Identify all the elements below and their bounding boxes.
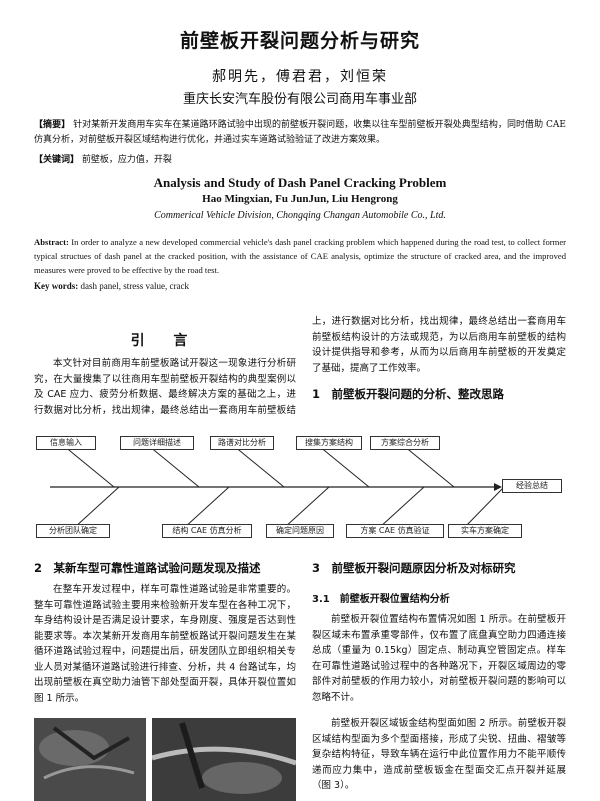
intro-text: 本文针对目前商用车前壁板路试开裂这一现象进行分析研究，在大量搜集了以往商用车型前…: [34, 358, 296, 416]
abstract-cn-text: 针对某新开发商用车实车在某道路环路试验中出现的前壁板开裂问题，收集以往车型前壁板…: [34, 120, 566, 145]
sec1-heading: 1 前壁板开裂问题的分析、整改思路: [312, 387, 504, 401]
diagram-box-road-spectrum: 路谱对比分析: [210, 436, 274, 450]
intro-para-right: 上，进行数据对比分析，找出规律，最终总结出一套商用车前壁板结构设计的方法或规范，…: [312, 314, 566, 376]
photo-right-drawing: [152, 718, 296, 801]
sec3-para2: 前壁板开裂区域钣金结构型面如图 2 所示。前壁板开裂区域结构型面为多个型面搭接，…: [312, 718, 566, 791]
figure1-photo-right: [152, 718, 296, 801]
authors-en: Hao Mingxian, Fu JunJun, Liu Hengrong: [202, 193, 398, 205]
keywords-en: Key words: dash panel, stress value, cra…: [34, 281, 566, 291]
affiliation: 重庆长安汽车股份有限公司商用车事业部: [182, 92, 417, 107]
process-diagram: 信息输入 问题详细描述 路谱对比分析 搜集方案结构 方案综合分析 经验总结 分析…: [34, 420, 566, 550]
diagram-box-info-input: 信息输入: [36, 436, 96, 450]
sec2-heading: 2 某新车型可靠性道路试验问题发现及描述: [34, 561, 261, 575]
photo-left-drawing: [34, 718, 146, 801]
intro-text-continued: 上，进行数据对比分析，找出规律，最终总结出一套商用车前壁板结构设计的方法或规范，…: [312, 316, 566, 374]
sec2-para: 在整车开发过程中，样车可靠性道路试验是非常重要的。整车可靠性道路试验主要用来检验…: [34, 584, 296, 704]
abstract-cn-label: 【摘要】: [34, 120, 71, 130]
intro-heading: 引 言: [130, 333, 200, 349]
diagram-box-summary: 经验总结: [502, 479, 562, 493]
diagram-lines: [50, 445, 505, 529]
keywords-cn-label: 【关键词】: [34, 155, 80, 165]
diagram-box-final-solution: 实车方案确定: [448, 524, 522, 538]
diagram-box-problem-description: 问题详细描述: [120, 436, 194, 450]
sec3-1-heading: 3.1 前壁板开裂位置结构分析: [312, 594, 450, 605]
keywords-cn: 【关键词】 前壁板，应力值，开裂: [34, 153, 566, 168]
keywords-en-text: dash panel, stress value, crack: [80, 281, 189, 291]
keywords-en-label: Key words:: [34, 281, 79, 291]
authors: 郝明先，傅君君，刘恒荣: [212, 69, 388, 85]
abstract-en-text: In order to analyze a new developed comm…: [34, 237, 566, 275]
diagram-box-cae-analysis: 结构 CAE 仿真分析: [162, 524, 252, 538]
sec3-para1: 前壁板开裂位置结构布置情况如图 1 所示。在前壁板开裂区域未布置承重零部件，仅布…: [312, 614, 566, 703]
abstract-cn: 【摘要】 针对某新开发商用车实车在某道路环路试验中出现的前壁板开裂问题，收集以往…: [34, 118, 566, 148]
title-en: Analysis and Study of Dash Panel Crackin…: [153, 175, 447, 190]
diagram-box-collect-solutions: 搜集方案结构: [296, 436, 362, 450]
intro-para-left: 本文针对目前商用车前壁板路试开裂这一现象进行分析研究，在大量搜集了以往商用车型前…: [34, 356, 296, 418]
sec3-heading: 3 前壁板开裂问题原因分析及对标研究: [312, 561, 516, 575]
paper-title: 前壁板开裂问题分析与研究: [179, 30, 420, 52]
keywords-cn-text: 前壁板，应力值，开裂: [81, 155, 172, 165]
abstract-en-label: Abstract:: [34, 237, 69, 247]
diagram-box-root-cause: 确定问题原因: [266, 524, 334, 538]
abstract-en: Abstract: In order to analyze a new deve…: [34, 235, 566, 277]
diagram-box-solution-analysis: 方案综合分析: [370, 436, 440, 450]
diagram-box-team: 分析团队确定: [36, 524, 110, 538]
affiliation-en: Commerical Vehicle Division, Chongqing C…: [154, 210, 446, 221]
diagram-box-cae-verify: 方案 CAE 仿真验证: [346, 524, 444, 538]
figure1-photo-left: [34, 718, 146, 801]
